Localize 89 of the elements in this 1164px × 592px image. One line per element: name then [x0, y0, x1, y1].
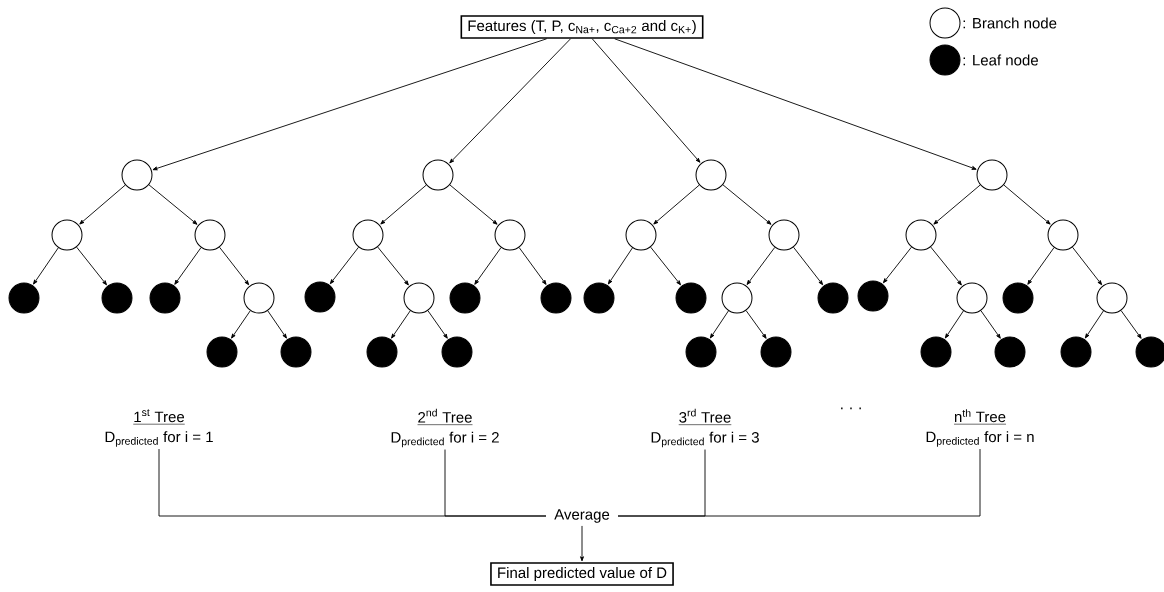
arrow [650, 246, 681, 286]
branch-node-circle [695, 159, 727, 191]
leaf-node-circle [540, 282, 572, 314]
arrow [329, 246, 359, 285]
leaf-node-circle [685, 336, 717, 368]
leaf-node-circle [675, 282, 707, 314]
arrow [1027, 247, 1055, 285]
arrow [1003, 184, 1051, 225]
leaf-node-circle [1060, 336, 1092, 368]
arrow [793, 246, 824, 286]
tree-label: $\text{2}^{\text{nd}}\text{ Tree}$ $\mathrm{D}_{\mathrm{predicted}}\ \text{for i = 2}$ [391, 408, 499, 448]
arrow [474, 247, 502, 285]
ellipsis: · · · [841, 407, 861, 410]
leaf-node-circle [280, 336, 312, 368]
text-box: Features (T, P, c$_{Na+}$, c$_{Ca+2}$ and c$_{K+}$) [460, 15, 704, 39]
arrow [1072, 246, 1103, 286]
arrow [745, 310, 767, 339]
branch-node-circle [403, 282, 435, 314]
arrow [380, 184, 427, 225]
branch-node-circle [194, 219, 226, 251]
arrow [231, 310, 251, 339]
arrow [1120, 310, 1142, 339]
leaf-node-circle [304, 281, 336, 313]
arrow [709, 310, 729, 339]
arrow [930, 246, 962, 286]
tree-label: $\text{3}^{\text{rd}}\text{ Tree}$ $\mathrm{D}_{\mathrm{predicted}}\ \text{for i = 3}$ [651, 408, 759, 448]
arrow [580, 525, 584, 562]
arrow [591, 38, 701, 163]
tree-label: $\text{1}^{\text{st}}\text{ Tree}$ $\mathrm{D}_{\mathrm{predicted}}\ \text{for i = 1}$ [105, 409, 213, 447]
arrow [79, 184, 126, 225]
arrow [449, 38, 571, 164]
arrow [377, 246, 409, 286]
arrow [449, 184, 498, 225]
leaf-node-circle [857, 280, 889, 312]
arrow [33, 247, 59, 285]
connector-line [617, 448, 981, 517]
arrow [653, 184, 700, 225]
branch-node-circle [905, 219, 937, 251]
arrow [980, 310, 1001, 339]
leaf-node-circle [149, 282, 181, 314]
leaf-node-circle [817, 282, 849, 314]
tree-label: $\text{n}^{\text{th}}\text{ Tree}$ $\mathrm{D}_{\mathrm{predicted}}\ \text{for i = n}$ [926, 409, 1034, 447]
leaf-node-circle [920, 336, 952, 368]
branch-node-circle [494, 219, 526, 251]
leaf-node-circle [994, 336, 1026, 368]
branch-node-circle [721, 282, 753, 314]
leaf-node-circle [1002, 282, 1034, 314]
leaf-node-circle [206, 336, 238, 368]
arrow [614, 38, 977, 170]
leaf-node-circle [366, 336, 398, 368]
branch-node-circle [121, 159, 153, 191]
branch-node-circle [422, 159, 454, 191]
arrow [391, 310, 411, 339]
arrow [933, 184, 981, 225]
branch-node-circle [976, 159, 1008, 191]
leaf-node-circle [583, 282, 615, 314]
leaf-node-circle [449, 282, 481, 314]
arrow [152, 38, 548, 171]
leaf-node-circle [760, 336, 792, 368]
arrow [944, 310, 964, 339]
branch-node-circle [625, 219, 657, 251]
branch-node-circle [1047, 219, 1079, 251]
text-box: Final predicted value of D [490, 562, 674, 586]
arrow [219, 246, 250, 286]
arrow [722, 184, 772, 225]
merge-label: Average [546, 506, 618, 526]
branch-node-circle [352, 219, 384, 251]
arrow [148, 184, 198, 225]
arrow [267, 310, 287, 339]
connector-line [444, 449, 547, 517]
arrow [607, 247, 633, 285]
branch-node-circle [768, 219, 800, 251]
leaf-node-circle [441, 336, 473, 368]
legend-label: : Leaf node [963, 54, 1038, 66]
arrow [882, 246, 912, 284]
legend-label: : Branch node [963, 17, 1057, 29]
arrow [518, 247, 547, 285]
arrow [76, 246, 107, 286]
branch-node-circle [51, 219, 83, 251]
arrow [427, 310, 448, 339]
leaf-node-circle [8, 282, 40, 314]
arrow [174, 247, 202, 285]
branch-node-circle [243, 282, 275, 314]
leaf-node-circle [1135, 336, 1164, 368]
arrow [746, 247, 776, 285]
leaf-node-circle [101, 282, 133, 314]
branch-node-circle [956, 282, 988, 314]
arrow [1084, 310, 1104, 339]
branch-node-circle [1096, 282, 1128, 314]
